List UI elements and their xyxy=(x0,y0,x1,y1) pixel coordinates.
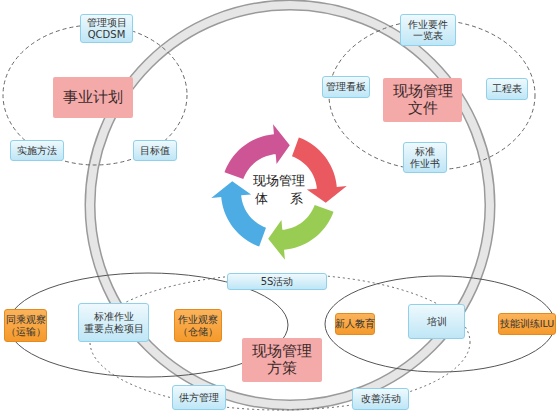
outer-ring-inner xyxy=(90,5,490,405)
node-text: 工程表 xyxy=(492,83,522,95)
group-ellipse xyxy=(3,25,187,165)
node-text: 培训 xyxy=(427,316,447,328)
node-text: 目标值 xyxy=(140,145,170,157)
node-text: 改善活动 xyxy=(361,393,401,405)
cycle-arrow xyxy=(268,205,333,260)
item-box: 管理看板 xyxy=(322,76,370,98)
node-text: 实施方法 xyxy=(17,145,57,157)
item-box: 5S活动 xyxy=(227,273,327,290)
node-text: 管理看板 xyxy=(326,81,366,93)
item-box: 实施方法 xyxy=(10,140,64,161)
node-text: 同乘观察 （运输） xyxy=(5,314,46,337)
activity-box: 作业观察 （仓储） xyxy=(174,309,222,342)
item-box: 标准 作业书 xyxy=(403,142,447,173)
item-box: 改善活动 xyxy=(352,388,409,410)
item-box: 标准作业 重要点检项目 xyxy=(78,303,149,342)
node-text: 标准作业 重要点检项目 xyxy=(79,311,148,334)
node-text: 5S活动 xyxy=(261,276,294,288)
node-text: 新人教育 xyxy=(335,318,375,330)
activity-box: 新人教育 xyxy=(335,313,375,335)
node-text: 管理项目 QCDSM xyxy=(81,17,132,40)
activity-box: 同乘观察 （运输） xyxy=(4,309,47,342)
item-box: 作业要件 一览表 xyxy=(400,14,456,46)
node-text: 现场管理 方策 xyxy=(242,343,322,378)
outer-ring xyxy=(90,5,490,405)
category-box: 事业计划 xyxy=(53,77,133,118)
item-box: 目标值 xyxy=(133,140,177,161)
category-box: 现场管理 文件 xyxy=(383,78,462,122)
group-ellipse xyxy=(325,276,555,372)
cycle-arrows xyxy=(211,124,346,259)
category-box: 现场管理 方策 xyxy=(242,338,322,382)
item-box: 管理项目 QCDSM xyxy=(80,14,133,43)
item-box: 工程表 xyxy=(486,78,528,100)
item-box: 供方管理 xyxy=(172,385,226,410)
node-text: 标准 作业书 xyxy=(404,146,446,169)
node-text: 作业要件 一览表 xyxy=(401,19,455,42)
node-text: 供方管理 xyxy=(179,392,219,404)
node-text: 作业观察 （仓储） xyxy=(175,314,221,337)
group-ellipse xyxy=(90,274,470,410)
node-text: 事业计划 xyxy=(63,89,123,106)
center-label: 现场管理 体 系 xyxy=(249,172,309,207)
node-text: 技能训练ILU xyxy=(500,319,555,330)
activity-box: 技能训练ILU xyxy=(498,313,556,335)
item-box: 培训 xyxy=(408,304,465,339)
node-text: 现场管理 文件 xyxy=(383,83,462,118)
cycle-arrow xyxy=(224,124,289,179)
